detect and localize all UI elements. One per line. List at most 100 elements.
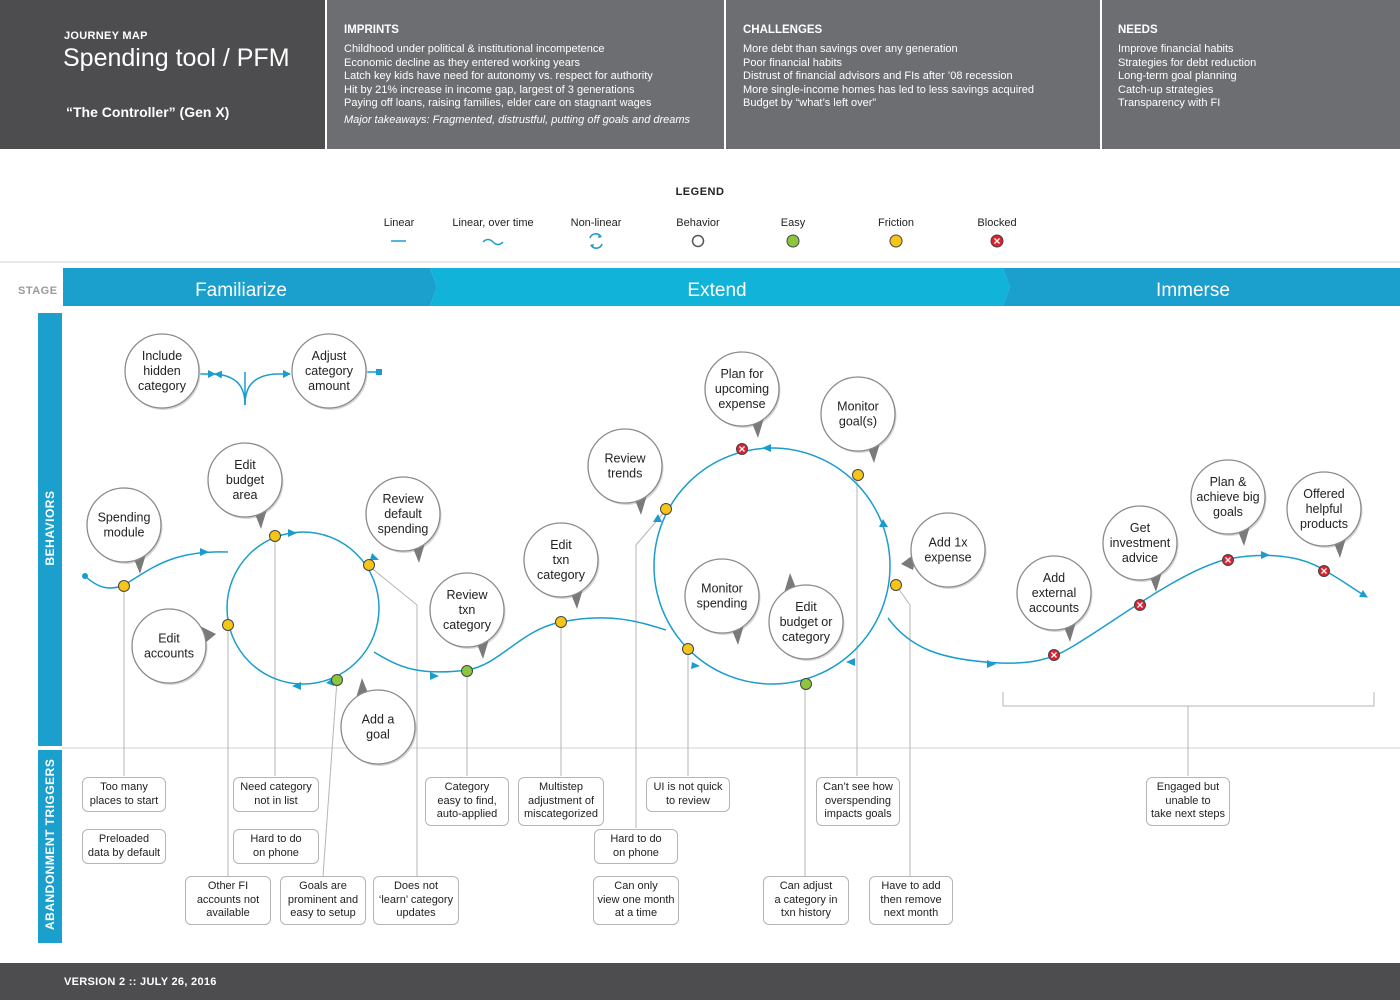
behavior-label: Add [1043,571,1065,585]
challenges-list: More debt than savings over any generati… [743,43,1034,111]
stage-immerse-label: Immerse [1156,280,1230,301]
trigger-text: unable to [1165,794,1211,807]
behavior-label: txn [553,553,570,567]
status-dot-blocked [1222,554,1234,566]
status-dot-easy [461,665,473,677]
legend-friction: Friction [877,217,915,229]
imprints-heading: IMPRINTS [344,24,399,36]
behavior-label: txn [459,603,476,617]
behavior-label: goal(s) [839,415,877,429]
legend-linear: Linear [383,217,415,229]
triggers-row-label: ABANDONMENT TRIGGERS [43,758,57,930]
behavior-label: products [1300,517,1348,531]
branch-left [214,370,246,406]
status-dot-blocked [1134,599,1146,611]
title-block: JOURNEY MAP Spending tool / PFM “The Con… [0,0,325,149]
behavior-label: category [305,364,354,378]
behavior-label: default [384,507,422,521]
behavior-label: investment [1110,536,1171,550]
needs-list: Improve financial habits Strategies for … [1118,43,1256,111]
trigger-text: take next steps [1151,808,1225,820]
status-dot-friction [890,579,902,591]
behavior-label: Monitor [701,582,743,596]
challenge-item: More debt than savings over any generati… [743,43,958,55]
kicker-label: JOURNEY MAP [64,30,148,42]
trigger-text: Need category [240,781,312,793]
trigger-text: a category in [774,893,838,906]
behavior-label: spending [378,522,429,536]
red-x-icon [990,234,1004,248]
status-dot-friction [555,616,567,628]
version-label: VERSION 2 :: JULY 26, 2016 [64,976,217,988]
status-dot-friction [682,643,694,655]
trigger-text: Engaged but [1156,781,1220,793]
trigger-text: Multistep [538,781,584,793]
stage-label: STAGE [18,285,58,297]
behavior-label: category [443,618,492,632]
yellow-dot-icon [889,234,903,248]
cycle-extend [653,447,891,685]
trigger-text: at a time [614,907,658,919]
wave-icon [482,238,504,246]
trigger-text: Preloaded [98,833,150,845]
trigger-text: Does not [393,880,439,892]
trigger-text: view one month [597,893,675,906]
behavior-label: amount [308,379,350,393]
trigger-text: not in list [254,794,298,807]
page-title: Spending tool / PFM [63,44,290,72]
header-divider [1100,0,1102,149]
trigger-text: miscategorized [524,808,598,820]
status-dot-blocked [736,443,748,455]
behavior-label: achieve big [1196,490,1259,504]
legend-non-linear: Non-linear [570,217,622,229]
trigger-text: Can only [614,880,658,892]
header-band: JOURNEY MAP Spending tool / PFM “The Con… [0,0,1400,149]
behavior-label: Plan for [720,367,763,381]
behavior-label: Review [447,588,489,602]
imprints-takeaway: Major takeaways: Fragmented, distrustful… [344,113,691,126]
legend-title: LEGEND [675,186,725,198]
trigger-text: data by default [87,846,161,859]
branch-end-square [376,369,382,375]
behavior-label: area [232,488,257,502]
behavior-label: Edit [158,632,180,646]
trigger-text: places to start [89,794,159,807]
trigger-text: Can adjust [779,880,833,892]
imprint-item: Economic decline as they entered working… [344,56,581,69]
behavior-label: Edit [234,458,256,472]
trigger-text: Hard to do [250,833,302,845]
trigger-text: impacts goals [824,808,892,820]
journey-paths [84,370,1368,685]
trigger-text: Category [444,781,490,793]
trigger-text: updates [396,907,436,919]
behavior-label: category [138,379,187,393]
status-dot-blocked [1318,565,1330,577]
need-item: Transparency with FI [1118,97,1221,109]
legend-behavior: Behavior [676,217,720,229]
behavior-label: module [104,526,145,540]
challenge-item: Distrust of financial advisors and FIs a… [743,70,1013,82]
behavior-label: Adjust [312,349,347,363]
header-divider [724,0,726,149]
status-dot-easy [800,678,812,690]
